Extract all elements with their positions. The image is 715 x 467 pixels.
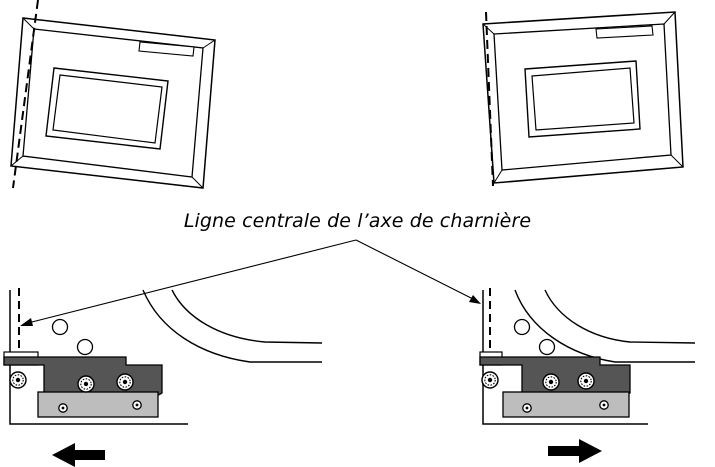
arrow-left-icon: [52, 443, 105, 467]
hinge-plate-right: [502, 391, 630, 418]
hinge-axis-line-right: [485, 11, 494, 187]
display-left-label-slot: [138, 41, 195, 57]
hinge-axis-line-left: [12, 0, 39, 189]
hinge-detail-left: [3, 288, 323, 467]
display-left: [10, 0, 216, 189]
display-right: [482, 11, 684, 187]
arrow-right-icon: [548, 439, 602, 463]
display-right-screen: [524, 60, 641, 138]
display-right-label-slot: [595, 25, 654, 39]
display-left-screen: [45, 67, 169, 150]
hinge-detail-right: [479, 288, 696, 463]
hinge-axis-caption: Ligne centrale de l’axe de charnière: [183, 210, 532, 232]
callout-lines: [20, 239, 481, 326]
